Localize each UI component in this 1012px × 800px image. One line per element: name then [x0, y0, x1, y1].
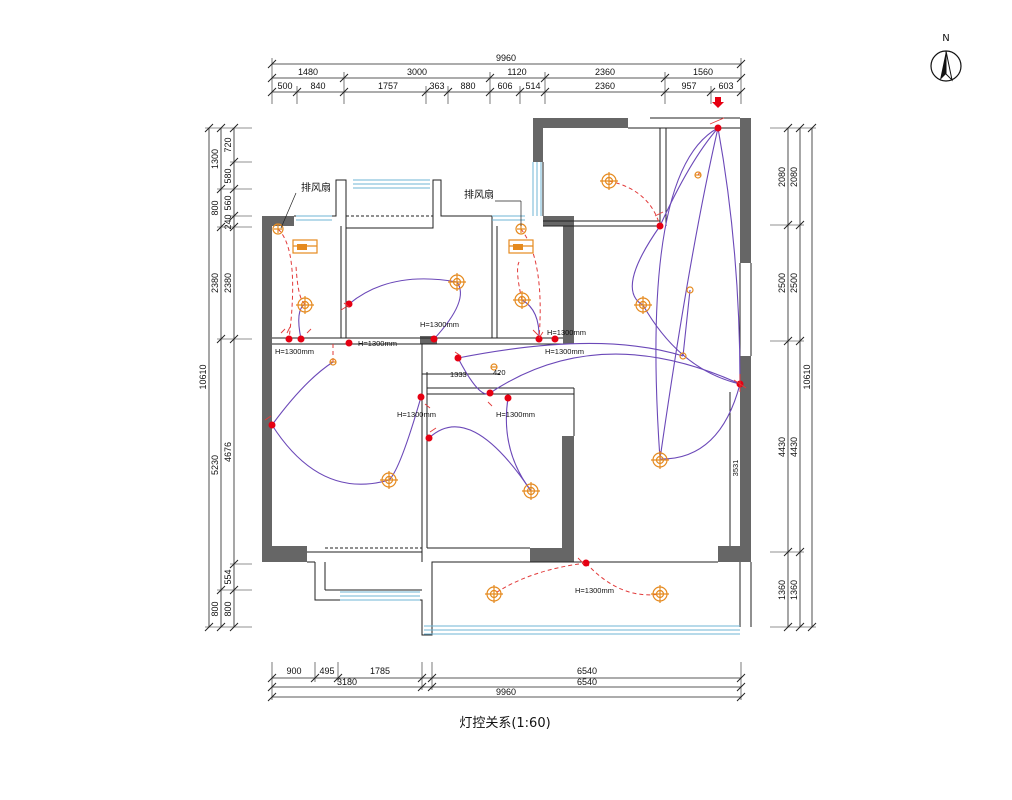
drawing-title: 灯控关系(1:60) [459, 716, 550, 731]
dim-bottom-2-1: 3180 [337, 677, 357, 687]
dim-left-2-5: 2380 [223, 273, 233, 293]
dim-bottom-1: 900 [286, 666, 301, 676]
dim-top-4: 2360 [595, 67, 615, 77]
dim-top-1: 1480 [298, 67, 318, 77]
ceiling-lamp-icon [513, 291, 531, 309]
dim-right-overall: 10610 [802, 364, 812, 389]
dim-left-2-6: 4676 [223, 442, 233, 462]
dim-right-2-2: 2500 [789, 273, 799, 293]
dim-top-overall: 9960 [496, 53, 516, 63]
dim-bottom-2: 495 [319, 666, 334, 676]
ceiling-lamp-icon [600, 172, 618, 190]
ceiling-lamp-icon [380, 471, 398, 489]
dim-top-2-10: 603 [718, 81, 733, 91]
dim-left-2-7: 554 [223, 569, 233, 584]
downlight-icon [679, 352, 687, 360]
right-dimensions: 2080 2500 4430 1360 2080 2500 4430 1360 … [770, 123, 817, 632]
downlight-icon [329, 358, 337, 366]
dim-top-2-9: 957 [681, 81, 696, 91]
partitions [272, 117, 752, 636]
dim-top-2-2: 840 [310, 81, 325, 91]
height-note: H=1300mm [397, 410, 436, 419]
height-note: H=1300mm [496, 410, 535, 419]
inner-dim-1333: 1333 [450, 370, 467, 379]
downlight-icon [686, 286, 694, 294]
dim-left-overall: 10610 [198, 364, 208, 389]
dim-right-1: 2080 [777, 167, 787, 187]
exhaust-fan-icon [515, 223, 527, 235]
dim-bottom-overall: 9960 [496, 687, 516, 697]
bath-heater-icon [292, 239, 318, 254]
ceiling-lamp-icon [634, 296, 652, 314]
windows [296, 162, 740, 635]
dim-top-2: 3000 [407, 67, 427, 77]
dim-left-2-4: 240 [223, 214, 233, 229]
dim-right-2-3: 4430 [789, 437, 799, 457]
ceiling-lamp-icon [651, 451, 669, 469]
dim-right-4: 1360 [777, 580, 787, 600]
downlight-icon [694, 171, 702, 179]
dim-top-2-8: 2360 [595, 81, 615, 91]
north-arrow: N [930, 33, 962, 82]
dim-bottom-3: 1785 [370, 666, 390, 676]
height-note: H=1300mm [275, 347, 314, 356]
entry-marker-icon [712, 97, 724, 108]
dim-left-2-3: 560 [223, 195, 233, 210]
dim-bottom-2-2: 6540 [577, 677, 597, 687]
dim-top-3: 1120 [507, 67, 526, 77]
dim-top-2-4: 363 [429, 81, 444, 91]
ceiling-lamp-icon [296, 296, 314, 314]
dim-left-4: 5230 [210, 455, 220, 475]
dim-left-2-2: 580 [223, 168, 233, 183]
dim-top-2-6: 606 [497, 81, 512, 91]
dim-left-2: 800 [210, 200, 220, 215]
dim-top-2-1: 500 [277, 81, 292, 91]
dim-left-2-1: 720 [223, 137, 233, 152]
dim-bottom-4: 6540 [577, 666, 597, 676]
dim-top-2-7: 514 [525, 81, 540, 91]
dim-top-2-5: 880 [460, 81, 475, 91]
switches [264, 97, 747, 567]
fan-label-right: 排风扇 [464, 188, 494, 201]
inner-dim-3531: 3531 [731, 460, 740, 477]
dim-left-1: 1300 [210, 149, 220, 169]
fan-label-left: 排风扇 [301, 181, 331, 194]
bottom-dimensions: 900 495 1785 6540 3180 6540 9960 [267, 662, 746, 702]
height-note: H=1300mm [575, 586, 614, 595]
height-note: H=1300mm [420, 320, 459, 329]
height-note: H=1300mm [547, 328, 586, 337]
height-note: H=1300mm [358, 339, 397, 348]
ceiling-lamp-icon [485, 585, 503, 603]
dim-right-2-1: 2080 [789, 167, 799, 187]
left-dimensions: 10610 1300 800 2380 5230 800 720 580 560… [198, 123, 252, 632]
north-label: N [942, 33, 949, 44]
height-note: H=1300mm [545, 347, 584, 356]
ceiling-lamp-icon [448, 273, 466, 291]
dim-left-5: 800 [210, 601, 220, 616]
ceiling-lamp-icon [522, 482, 540, 500]
light-fixtures [272, 171, 702, 603]
inner-dim-420: 420 [493, 368, 506, 377]
dim-top-2-3: 1757 [378, 81, 398, 91]
north-arrow-icon [940, 51, 946, 80]
dim-top-5: 1560 [693, 67, 713, 77]
dim-right-2-4: 1360 [789, 580, 799, 600]
dim-right-3: 4430 [777, 437, 787, 457]
plan-labels: 排风扇 排风扇 H=1300mm H=1300mm H=1300mm H=130… [275, 181, 740, 595]
exhaust-fan-icon [272, 223, 284, 235]
walls [262, 118, 751, 562]
bath-heater-icon [508, 239, 534, 254]
downlight-icon [490, 363, 498, 371]
dim-left-2-8: 800 [223, 601, 233, 616]
top-dimensions: 9960 1480 3000 1120 2360 1560 500 840 17… [267, 53, 746, 104]
dim-left-3: 2380 [210, 273, 220, 293]
ceiling-lamp-icon [651, 585, 669, 603]
dim-right-2: 2500 [777, 273, 787, 293]
